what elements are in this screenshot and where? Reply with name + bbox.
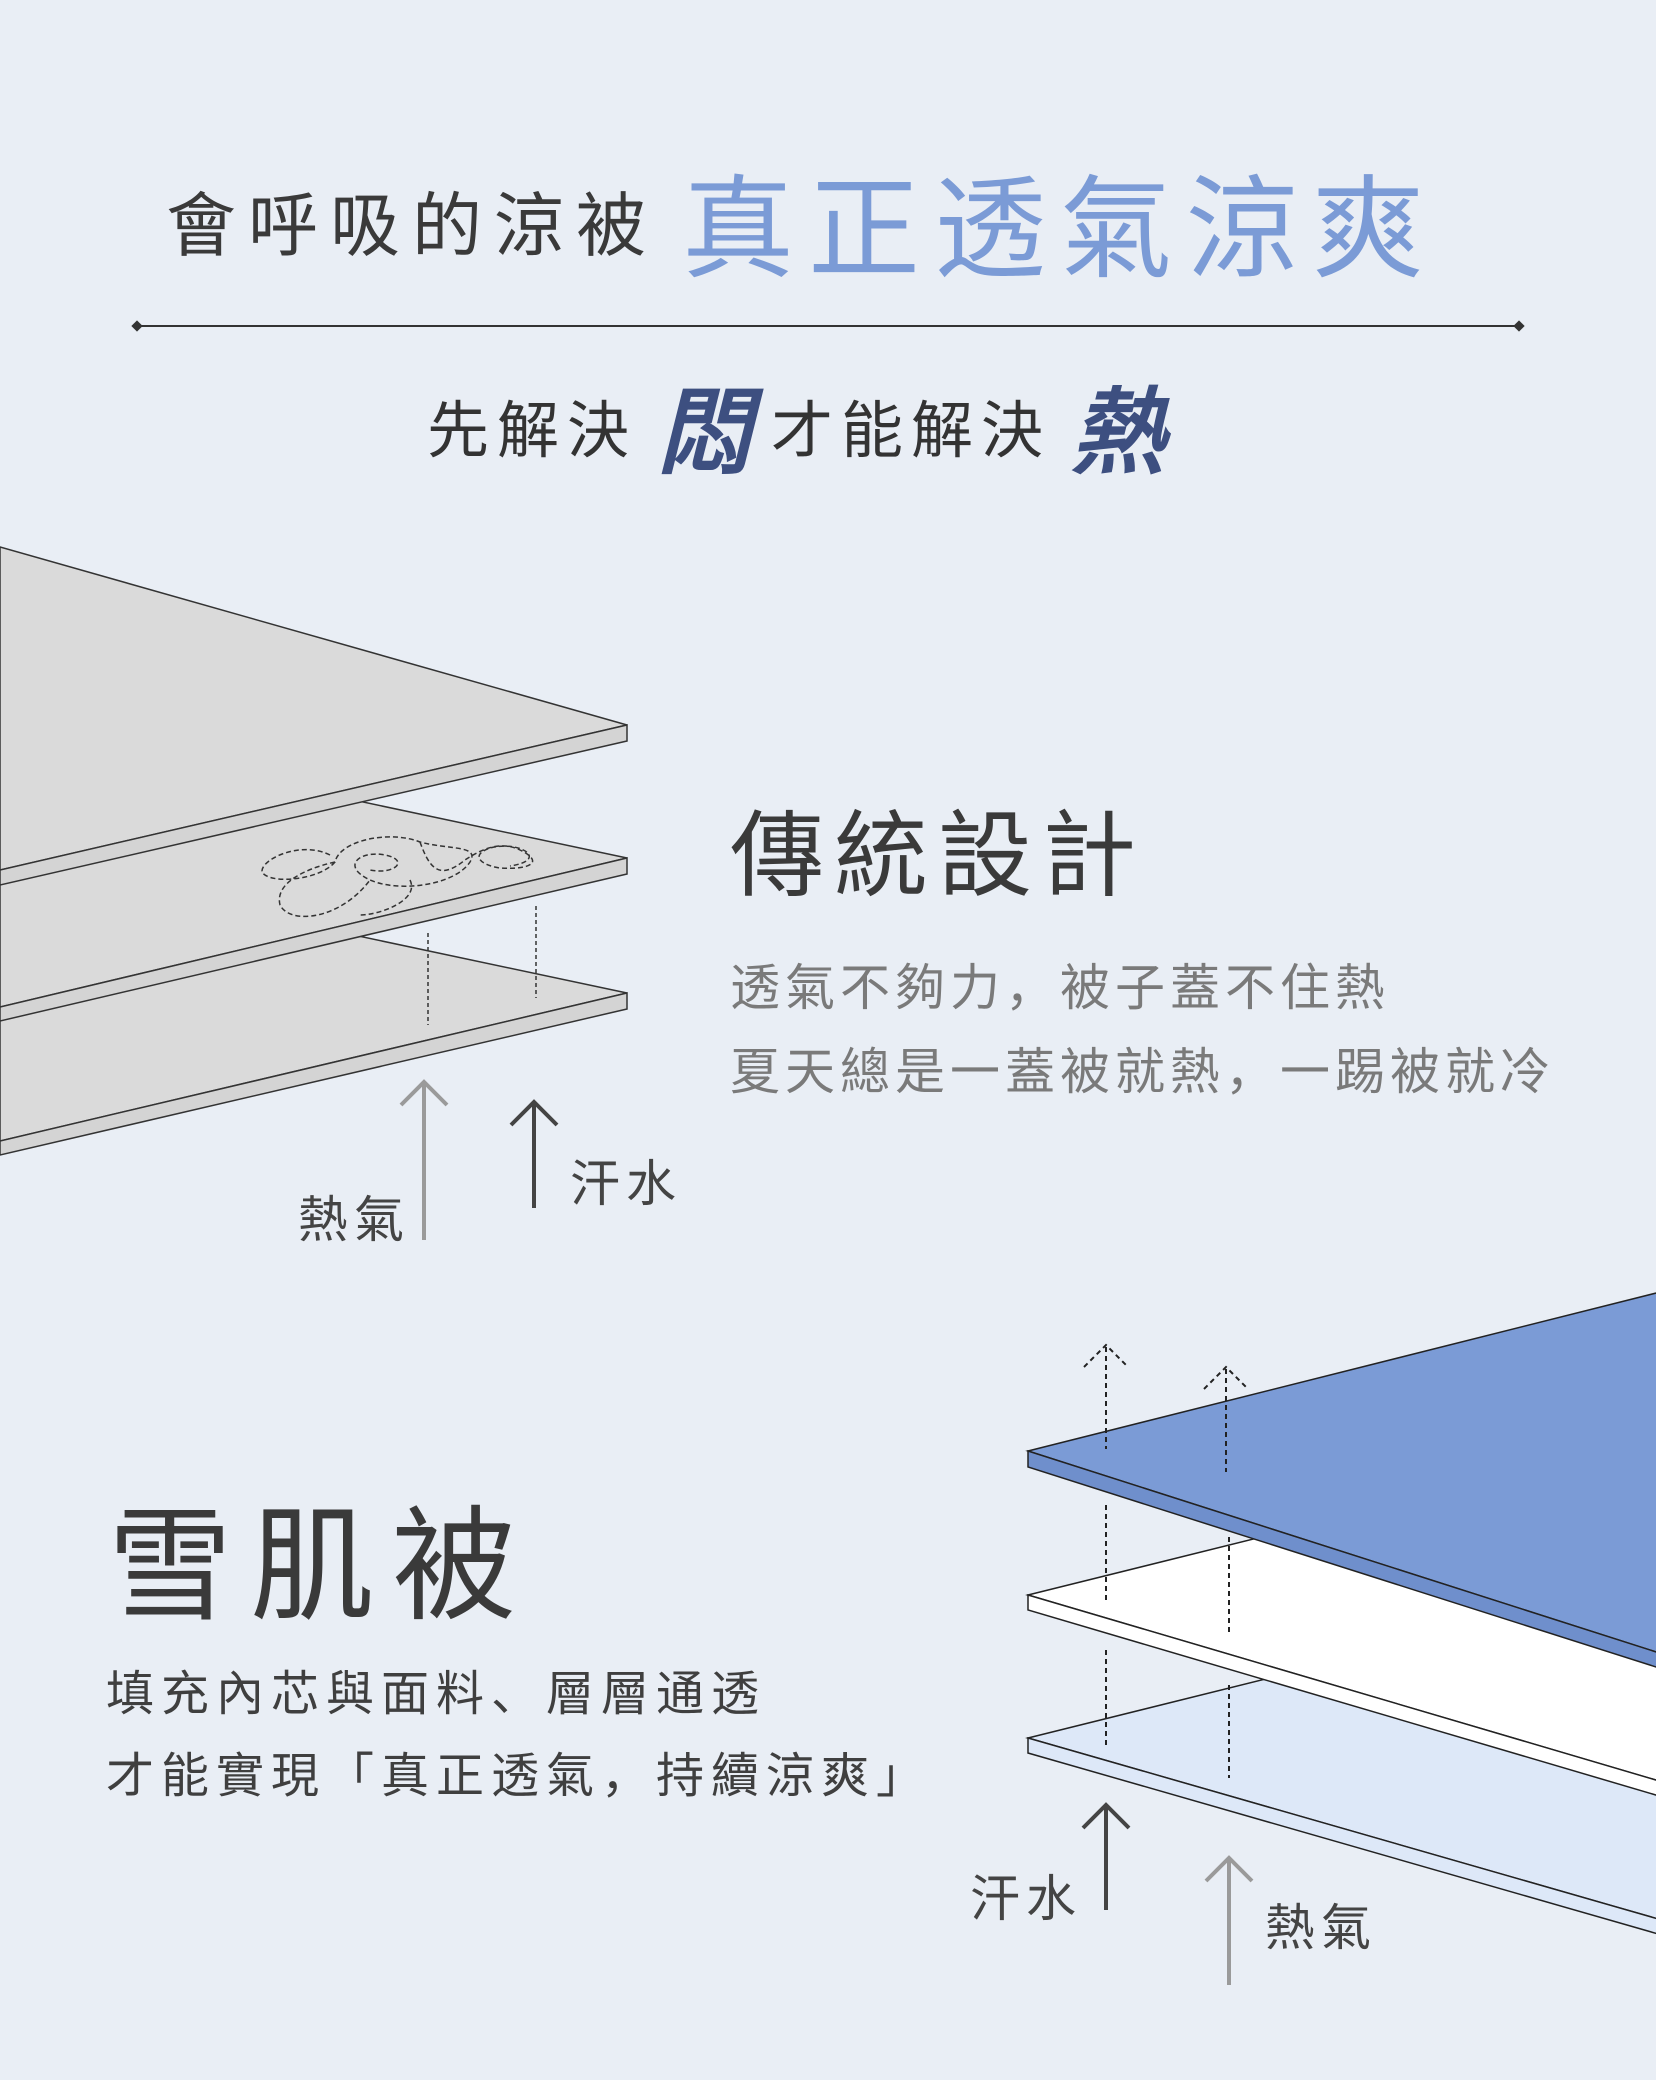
subtitle-keyword-stuffy: 悶 (657, 378, 752, 488)
snow-heat-label: 熱氣 (1265, 1899, 1377, 1957)
headline-lead: 會呼吸的涼被 (166, 184, 658, 267)
traditional-heat-label: 熱氣 (298, 1191, 410, 1249)
snow-top-layer-blue (1025, 1292, 1656, 1668)
snow-desc-line-1: 填充內芯與面料、層層通透 (106, 1666, 767, 1722)
snow-desc-line-2: 才能實現「真正透氣，持續涼爽」 (106, 1748, 932, 1804)
traditional-heat-arrow-icon (399, 1079, 449, 1240)
snow-sweat-label: 汗水 (970, 1870, 1082, 1928)
traditional-desc-line-2: 夏天總是一蓋被就熱，一踢被就冷 (730, 1043, 1555, 1101)
headline: 會呼吸的涼被 真正透氣涼爽 (166, 140, 1438, 300)
subtitle: 先解決 悶 才能解決 熱 (427, 370, 1185, 488)
divider (137, 325, 1519, 327)
traditional-top-layer (0, 546, 628, 886)
snow-heat-arrow-icon (1204, 1855, 1254, 1985)
snow-layers-illustration (1025, 1292, 1656, 1935)
headline-highlight: 真正透氣涼爽 (682, 165, 1438, 295)
traditional-sweat-label: 汗水 (570, 1155, 682, 1213)
trapped-heat-scribble (261, 836, 534, 918)
traditional-layers-illustration (0, 546, 628, 1156)
traditional-desc-line-1: 透氣不夠力，被子蓋不住熱 (730, 959, 1390, 1017)
snow-title: 雪肌被 (108, 1495, 535, 1639)
subtitle-part1: 先解決 (427, 394, 638, 467)
subtitle-part2: 才能解決 (771, 394, 1052, 467)
snow-sweat-arrow-icon (1081, 1802, 1131, 1910)
traditional-title: 傳統設計 (730, 802, 1147, 911)
traditional-sweat-arrow-icon (509, 1099, 559, 1208)
snow-dashed-flow-paths (1083, 1343, 1249, 1778)
subtitle-keyword-heat: 熱 (1071, 378, 1166, 488)
